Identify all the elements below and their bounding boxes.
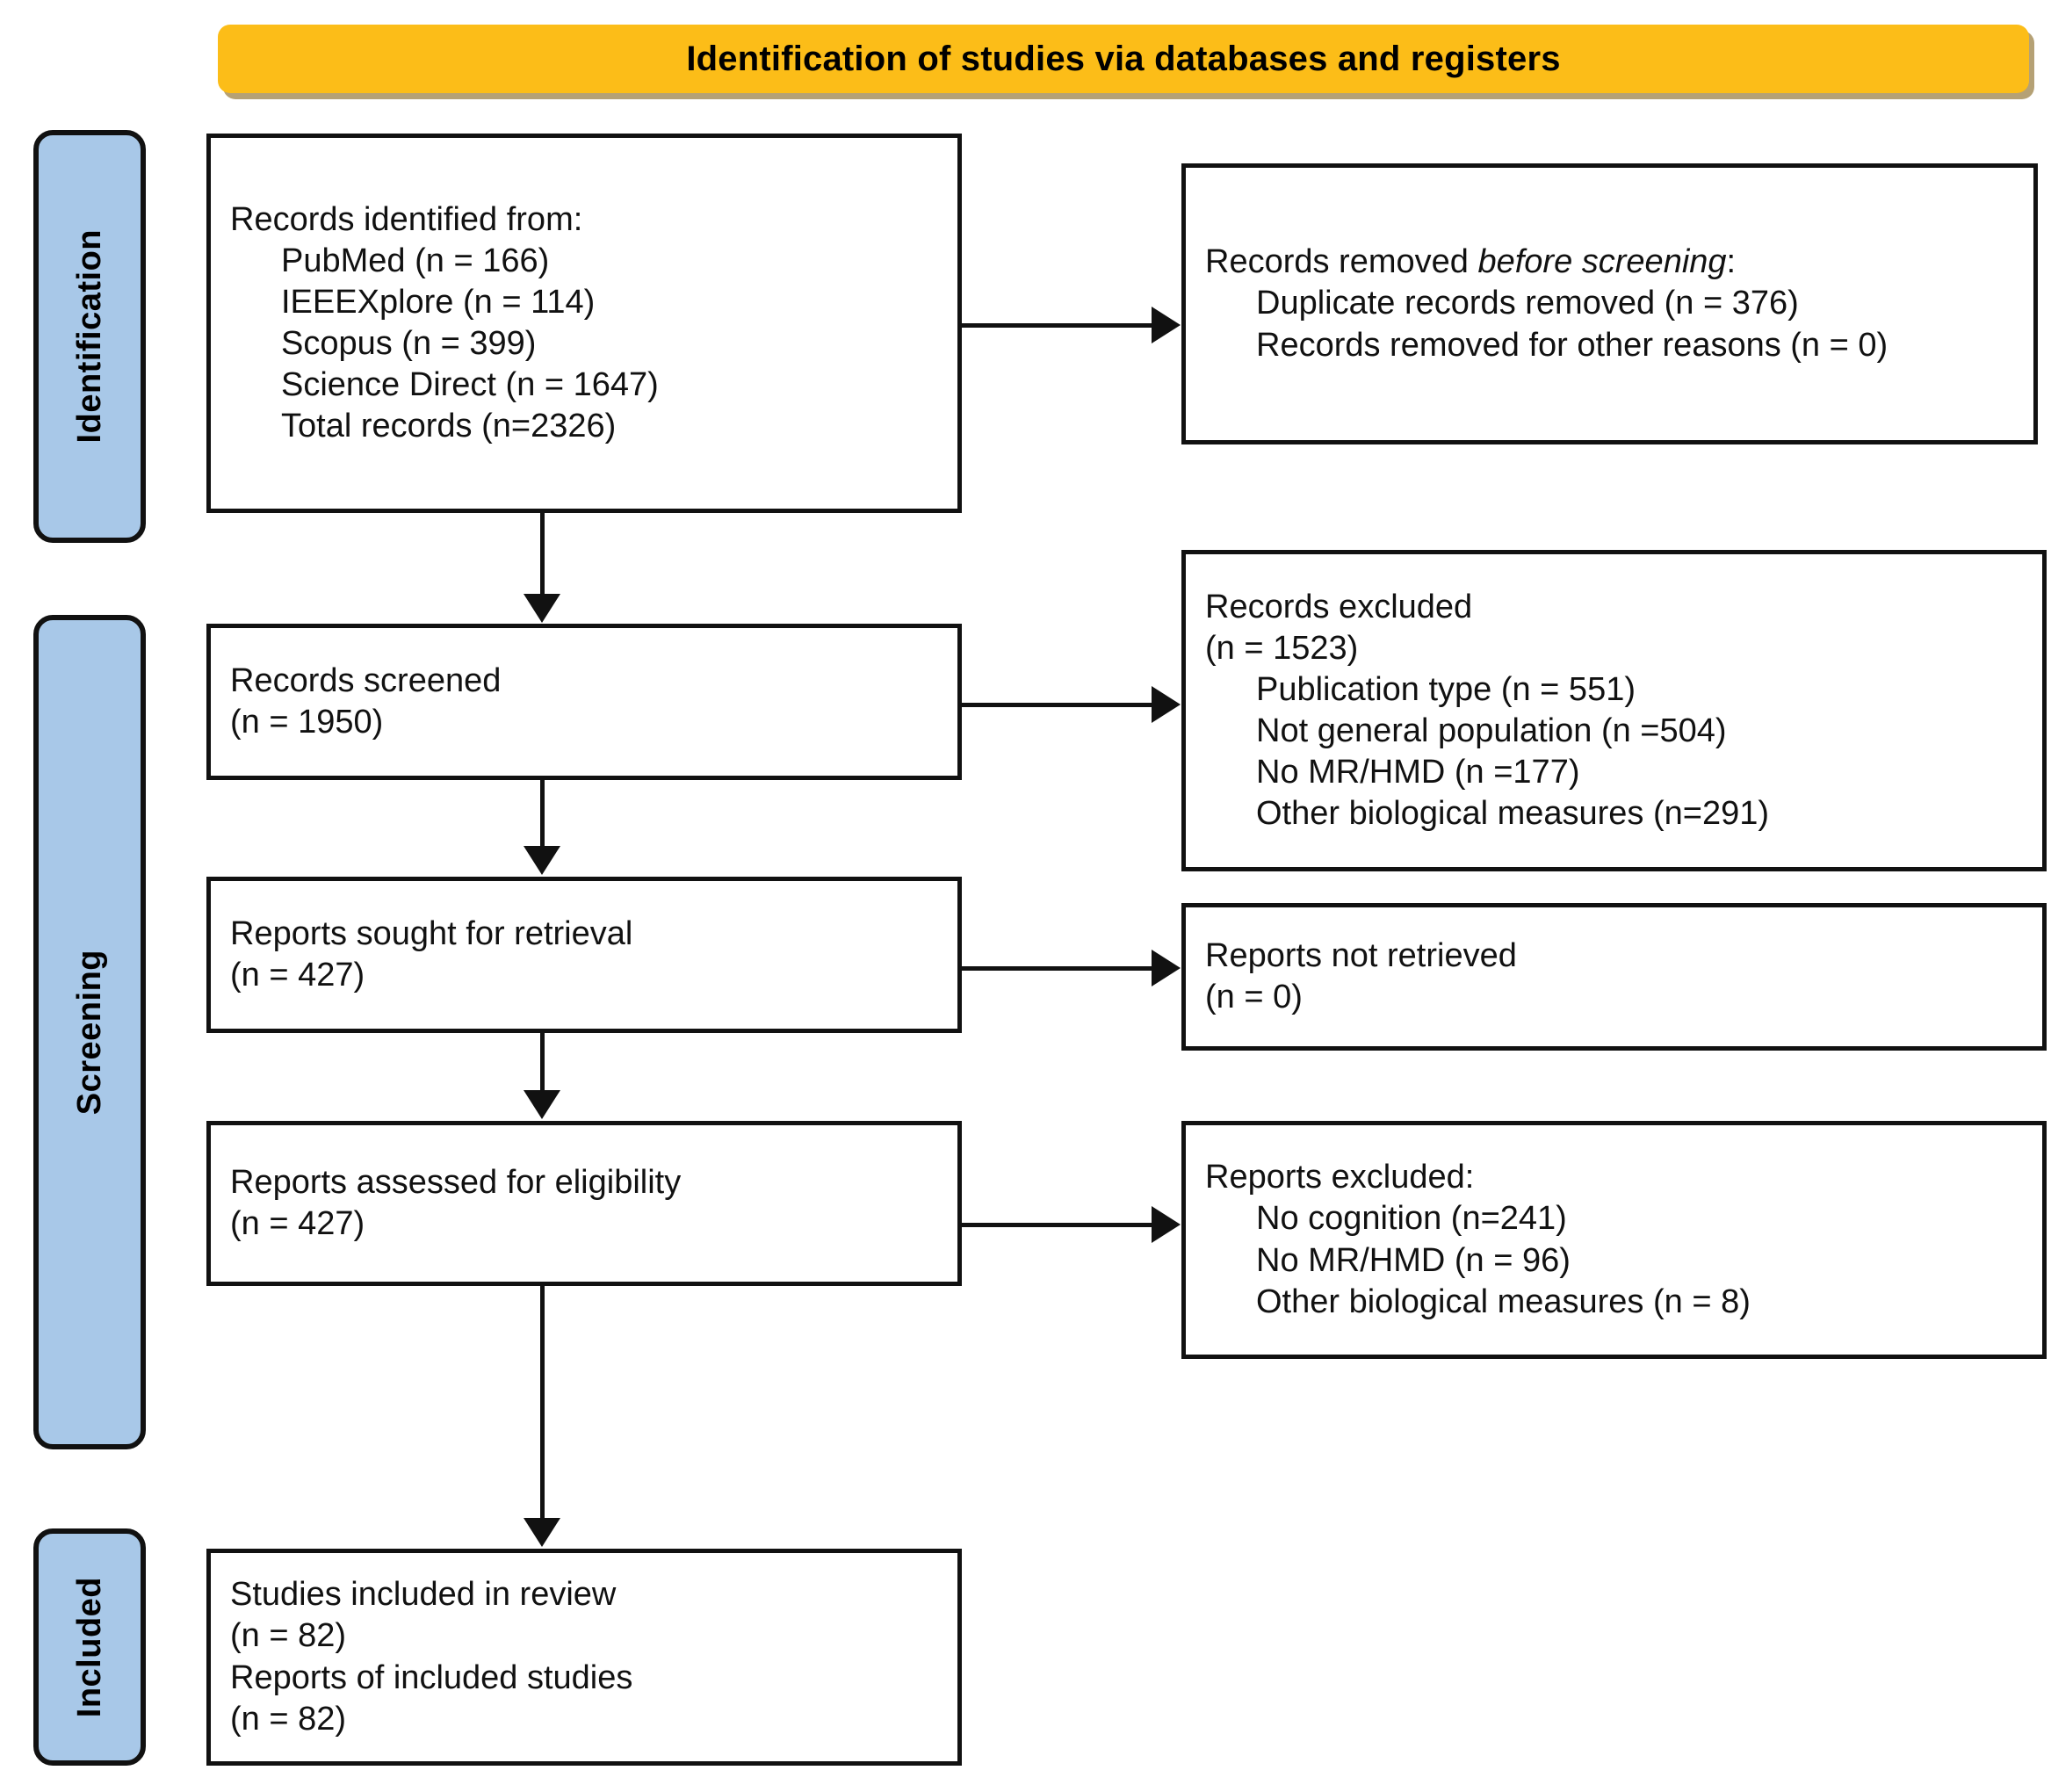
records-excluded-item-publication-type: Publication type (n = 551) xyxy=(1256,670,1636,708)
diagram-title: Identification of studies via databases … xyxy=(686,40,1561,78)
records-screened-count: (n = 1950) xyxy=(230,704,384,741)
box-reports-assessed-for-eligibility: Reports assessed for eligibility (n = 42… xyxy=(206,1121,962,1286)
records-removed-heading: Records removed before screening: xyxy=(1205,242,2014,283)
records-excluded-heading: Records excluded xyxy=(1205,588,1473,625)
reports-excluded-item-other-biological-measures: Other biological measures (n = 8) xyxy=(1256,1283,1751,1320)
records-excluded-item-other-biological-measures: Other biological measures (n=291) xyxy=(1256,795,1770,833)
arrowhead-down-to-included xyxy=(524,1518,560,1547)
connector-sought-to-not-retrieved xyxy=(962,966,1153,971)
box-records-removed-before-screening: Records removed before screening: Duplic… xyxy=(1181,163,2038,444)
records-removed-heading-prefix: Records removed xyxy=(1205,243,1478,281)
box-records-screened: Records screened (n = 1950) xyxy=(206,624,962,780)
connector-sought-to-assessed xyxy=(540,1033,545,1093)
reports-sought-count: (n = 427) xyxy=(230,957,365,994)
stage-label-screening-text: Screening xyxy=(70,949,108,1116)
reports-assessed-heading: Reports assessed for eligibility xyxy=(230,1163,682,1201)
arrowhead-down-to-sought xyxy=(524,846,560,875)
records-removed-item-other-reasons: Records removed for other reasons (n = 0… xyxy=(1256,326,1889,364)
connector-identified-to-removed xyxy=(962,323,1153,328)
records-excluded-item-no-mr-hmd: No MR/HMD (n =177) xyxy=(1256,754,1580,791)
reports-of-included-studies-heading: Reports of included studies xyxy=(230,1658,633,1696)
records-removed-heading-suffix: : xyxy=(1726,243,1737,281)
stage-label-included-text: Included xyxy=(70,1576,108,1718)
connector-assessed-to-included xyxy=(540,1286,545,1521)
arrowhead-right-to-not-retrieved xyxy=(1152,950,1181,986)
records-identified-item-scopus: Scopus (n = 399) xyxy=(281,325,537,362)
records-screened-heading: Records screened xyxy=(230,661,502,699)
studies-included-count: (n = 82) xyxy=(230,1617,347,1655)
reports-not-retrieved-heading: Reports not retrieved xyxy=(1205,936,1517,974)
arrowhead-down-to-screened xyxy=(524,594,560,623)
records-removed-heading-italic: before screening xyxy=(1477,243,1727,281)
reports-excluded-heading: Reports excluded: xyxy=(1205,1159,1475,1196)
connector-assessed-to-reports-excluded xyxy=(962,1223,1153,1227)
arrowhead-right-to-reports-excluded xyxy=(1152,1206,1181,1243)
records-removed-item-duplicates: Duplicate records removed (n = 376) xyxy=(1256,285,1799,322)
records-identified-item-total: Total records (n=2326) xyxy=(281,408,617,445)
records-identified-item-ieeexplore: IEEEXplore (n = 114) xyxy=(281,283,596,321)
reports-excluded-item-no-mr-hmd: No MR/HMD (n = 96) xyxy=(1256,1241,1571,1279)
box-reports-sought-for-retrieval: Reports sought for retrieval (n = 427) xyxy=(206,877,962,1033)
box-reports-not-retrieved: Reports not retrieved (n = 0) xyxy=(1181,903,2047,1051)
records-identified-heading: Records identified from: xyxy=(230,200,583,238)
stage-label-identification-text: Identification xyxy=(70,229,108,444)
connector-screened-to-records-excluded xyxy=(962,703,1153,707)
records-identified-item-sciencedirect: Science Direct (n = 1647) xyxy=(281,366,659,404)
records-identified-item-pubmed: PubMed (n = 166) xyxy=(281,242,550,279)
diagram-title-banner: Identification of studies via databases … xyxy=(218,25,2029,93)
connector-screened-to-sought xyxy=(540,780,545,849)
stage-label-included: Included xyxy=(33,1528,146,1766)
connector-identified-to-screened xyxy=(540,513,545,596)
box-studies-included-in-review: Studies included in review (n = 82) Repo… xyxy=(206,1549,962,1766)
reports-excluded-item-no-cognition: No cognition (n=241) xyxy=(1256,1200,1567,1238)
box-reports-excluded: Reports excluded: No cognition (n=241) N… xyxy=(1181,1121,2047,1359)
arrowhead-right-to-records-excluded xyxy=(1152,686,1181,723)
arrowhead-down-to-assessed xyxy=(524,1090,560,1119)
records-excluded-item-not-general-population: Not general population (n =504) xyxy=(1256,712,1727,749)
reports-not-retrieved-count: (n = 0) xyxy=(1205,979,1303,1015)
reports-sought-heading: Reports sought for retrieval xyxy=(230,914,633,952)
records-excluded-count: (n = 1523) xyxy=(1205,629,1359,667)
box-records-excluded: Records excluded (n = 1523) Publication … xyxy=(1181,550,2047,871)
box-records-identified: Records identified from: PubMed (n = 166… xyxy=(206,134,962,513)
reports-assessed-count: (n = 427) xyxy=(230,1205,365,1242)
arrowhead-right-to-removed xyxy=(1152,307,1181,343)
stage-label-screening: Screening xyxy=(33,615,146,1449)
reports-of-included-studies-count: (n = 82) xyxy=(230,1700,347,1738)
studies-included-heading: Studies included in review xyxy=(230,1576,617,1614)
stage-label-identification: Identification xyxy=(33,130,146,543)
